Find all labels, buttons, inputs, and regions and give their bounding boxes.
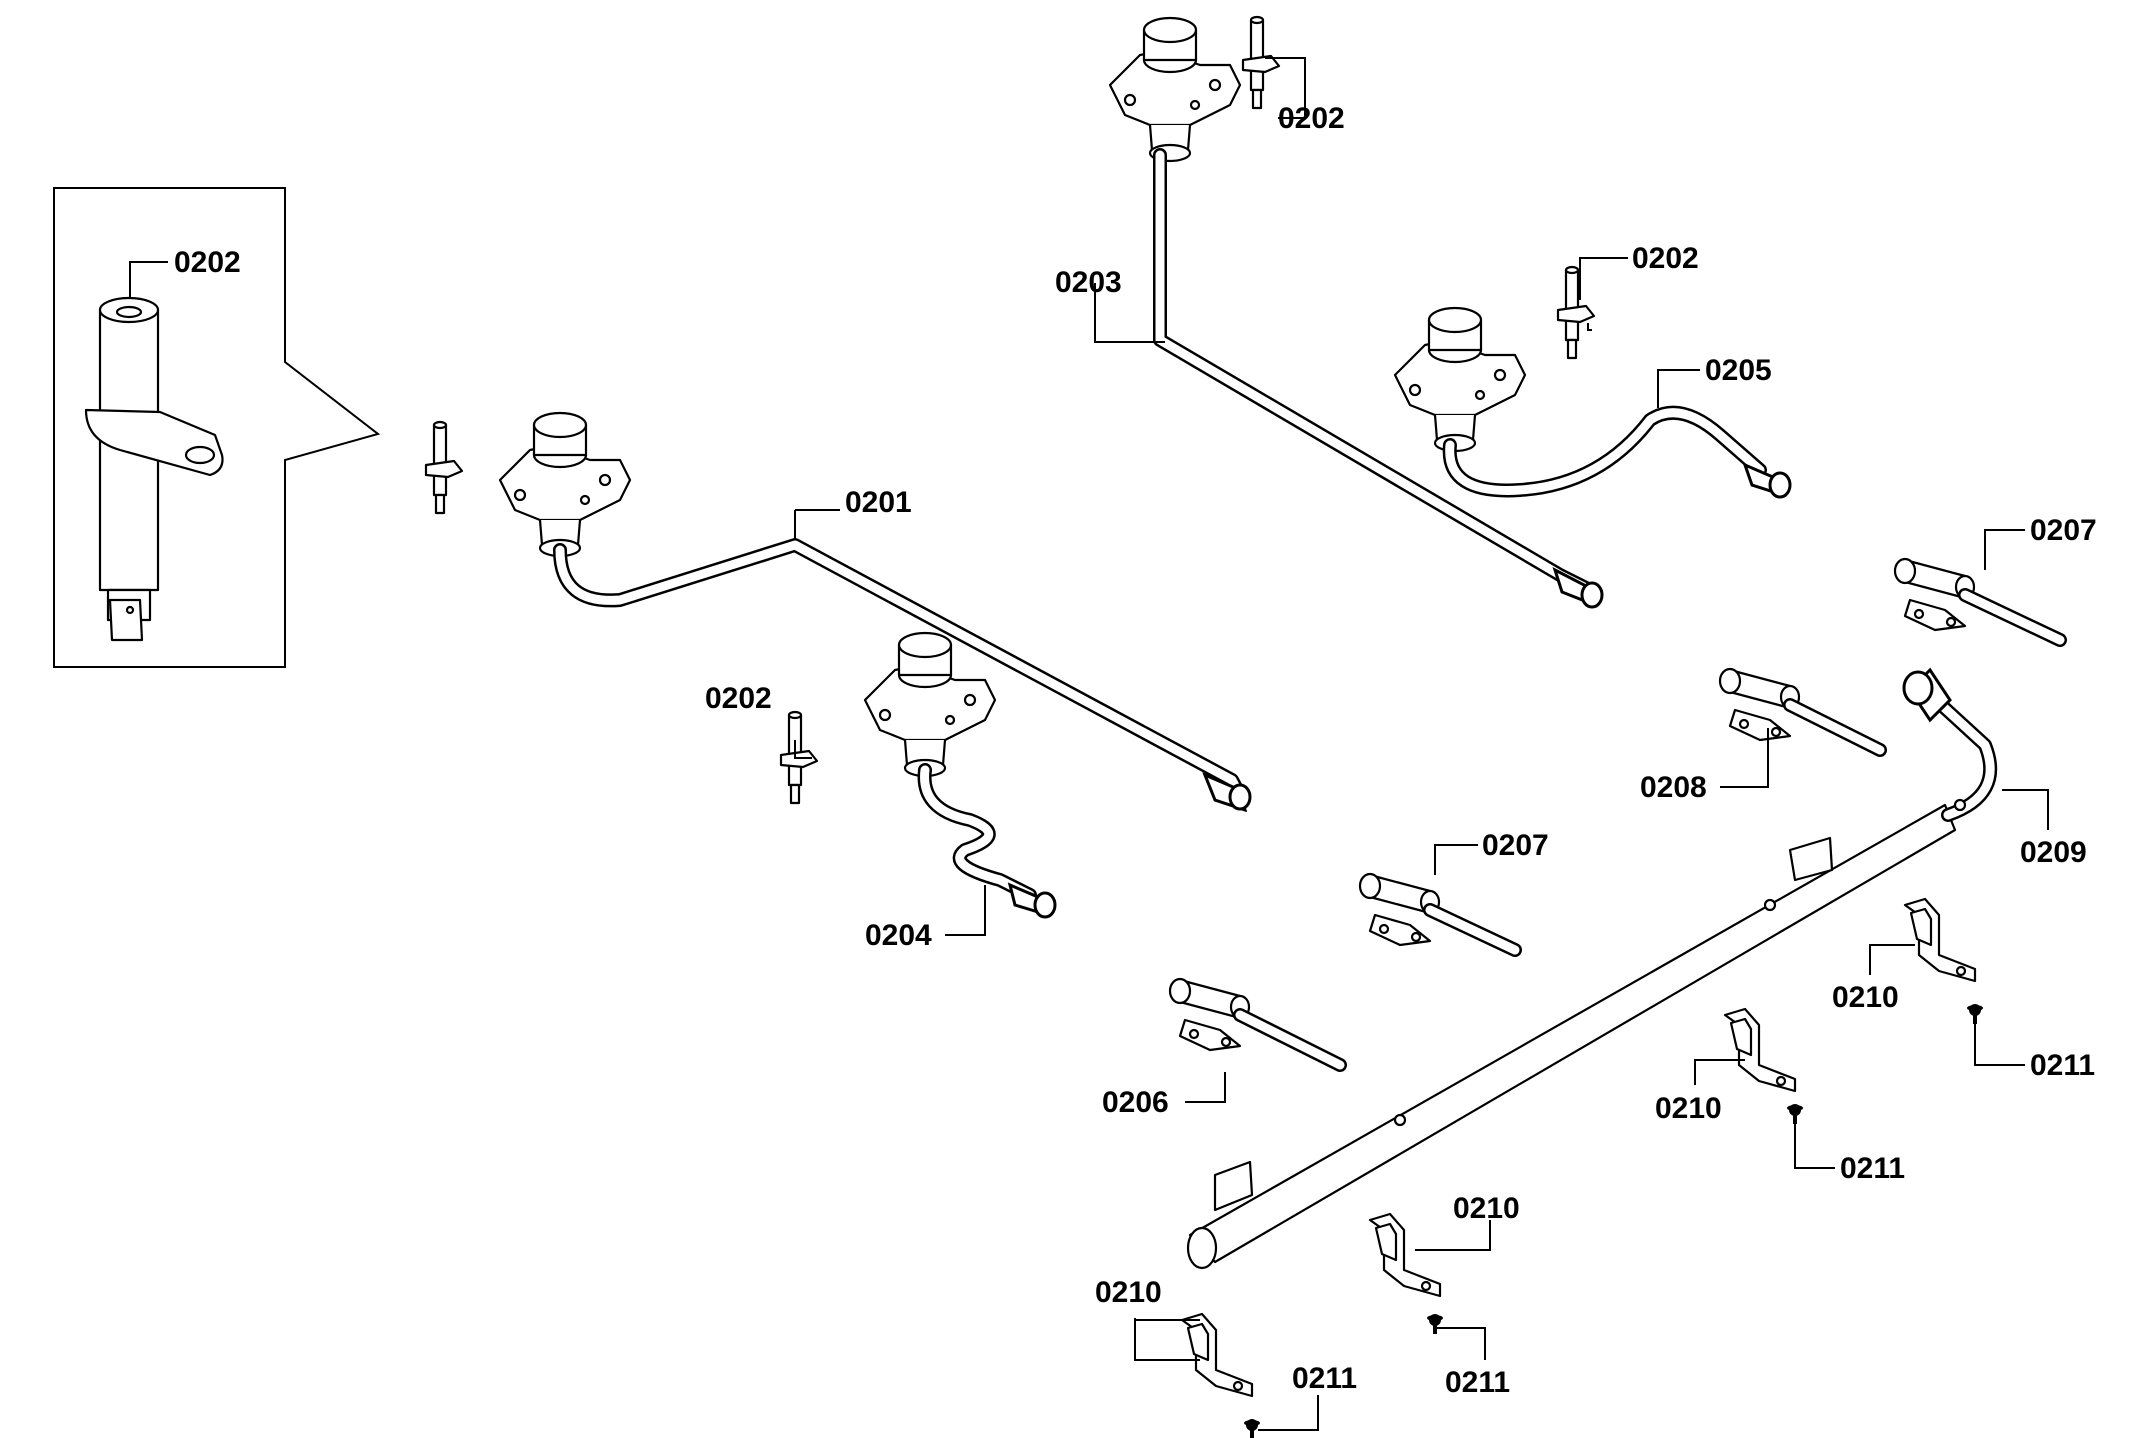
label-0205: 0205 — [1705, 354, 1772, 387]
bracket-0210-d — [1180, 1312, 1254, 1398]
valve-0207-mid — [1358, 872, 1522, 957]
valve-0206 — [1168, 977, 1347, 1072]
label-0202-right: 0202 — [1632, 242, 1699, 275]
label-0210-a: 0210 — [1832, 981, 1899, 1014]
label-0201: 0201 — [845, 486, 912, 519]
part-labels: 0202 0202 0202 0202 0201 0203 0204 0205 … — [174, 102, 2097, 1399]
tap-assembly-0201 — [498, 411, 1252, 813]
label-0207-mid: 0207 — [1482, 829, 1549, 862]
bracket-0210-b — [1723, 1007, 1797, 1093]
pin-right — [1556, 265, 1596, 360]
label-0211-c: 0211 — [1445, 1366, 1510, 1399]
gas-manifold-0209 — [1186, 667, 1998, 1270]
label-0211-a: 0211 — [2030, 1049, 2095, 1082]
label-0210-c: 0210 — [1453, 1192, 1520, 1225]
label-0202-mid: 0202 — [705, 682, 772, 715]
label-0210-d: 0210 — [1095, 1276, 1162, 1309]
label-0210-b: 0210 — [1655, 1092, 1722, 1125]
tap-assembly-0203 — [1108, 16, 1604, 609]
pin-top — [1241, 15, 1281, 110]
valve-0208 — [1718, 667, 1887, 757]
bracket-0210-a — [1903, 897, 1977, 983]
label-0203: 0203 — [1055, 266, 1122, 299]
label-0206: 0206 — [1102, 1086, 1169, 1119]
inset-pin-drawing — [84, 296, 224, 642]
valve-0207-top — [1893, 557, 2067, 647]
label-0211-b: 0211 — [1840, 1152, 1905, 1185]
pin-left — [424, 420, 464, 515]
label-0207-top: 0207 — [2030, 514, 2097, 547]
tap-assembly-0205 — [1393, 306, 1792, 499]
label-0202-top: 0202 — [1278, 102, 1345, 135]
label-0208: 0208 — [1640, 771, 1707, 804]
tap-assembly-0204 — [863, 631, 1057, 919]
screw-0211-d — [1244, 1419, 1260, 1438]
label-0204: 0204 — [865, 919, 932, 952]
label-0211-d: 0211 — [1292, 1362, 1357, 1395]
inset-detail — [53, 187, 381, 668]
label-0202-inset: 0202 — [174, 246, 241, 279]
leader-lines — [129, 57, 2049, 1431]
bracket-0210-c — [1368, 1212, 1442, 1298]
screw-0211-c — [1427, 1314, 1443, 1334]
label-0209: 0209 — [2020, 836, 2087, 869]
